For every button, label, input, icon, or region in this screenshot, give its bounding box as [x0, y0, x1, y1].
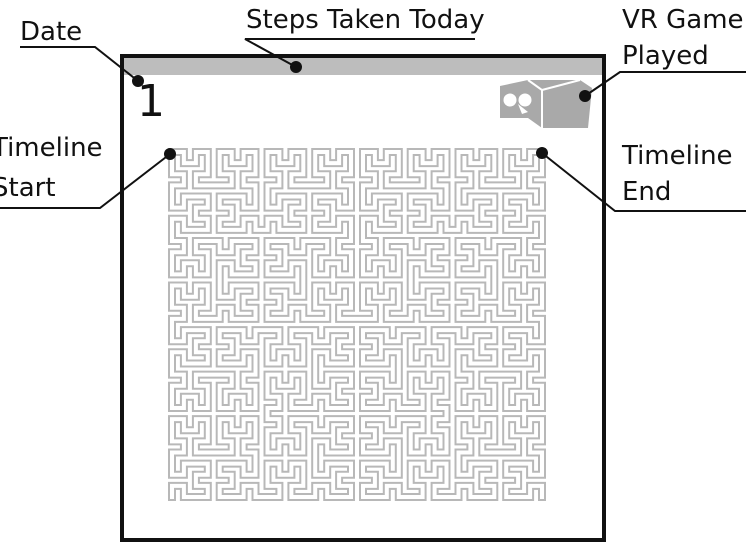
callout-timeline-end: Timeline End	[536, 141, 746, 212]
label-timeline-start-line1: Timeline	[0, 133, 103, 163]
label-vr-line1: VR Game	[622, 5, 744, 35]
steps-bar	[124, 58, 602, 75]
callout-date: Date	[20, 17, 144, 87]
vr-headset-icon	[500, 79, 592, 128]
label-timeline-start-line2: Start	[0, 173, 56, 203]
callout-timeline-start: Timeline Start	[0, 133, 176, 209]
label-date: Date	[20, 17, 82, 47]
label-timeline-end-line1: Timeline	[621, 141, 733, 171]
timeline-path-inner	[170, 150, 544, 499]
label-vr-line2: Played	[622, 41, 709, 71]
callout-steps: Steps Taken Today	[244, 5, 485, 73]
callout-vr: VR Game Played	[579, 5, 746, 102]
label-steps: Steps Taken Today	[246, 5, 485, 35]
label-timeline-end-line2: End	[622, 177, 671, 207]
timeline-path	[168, 148, 546, 501]
